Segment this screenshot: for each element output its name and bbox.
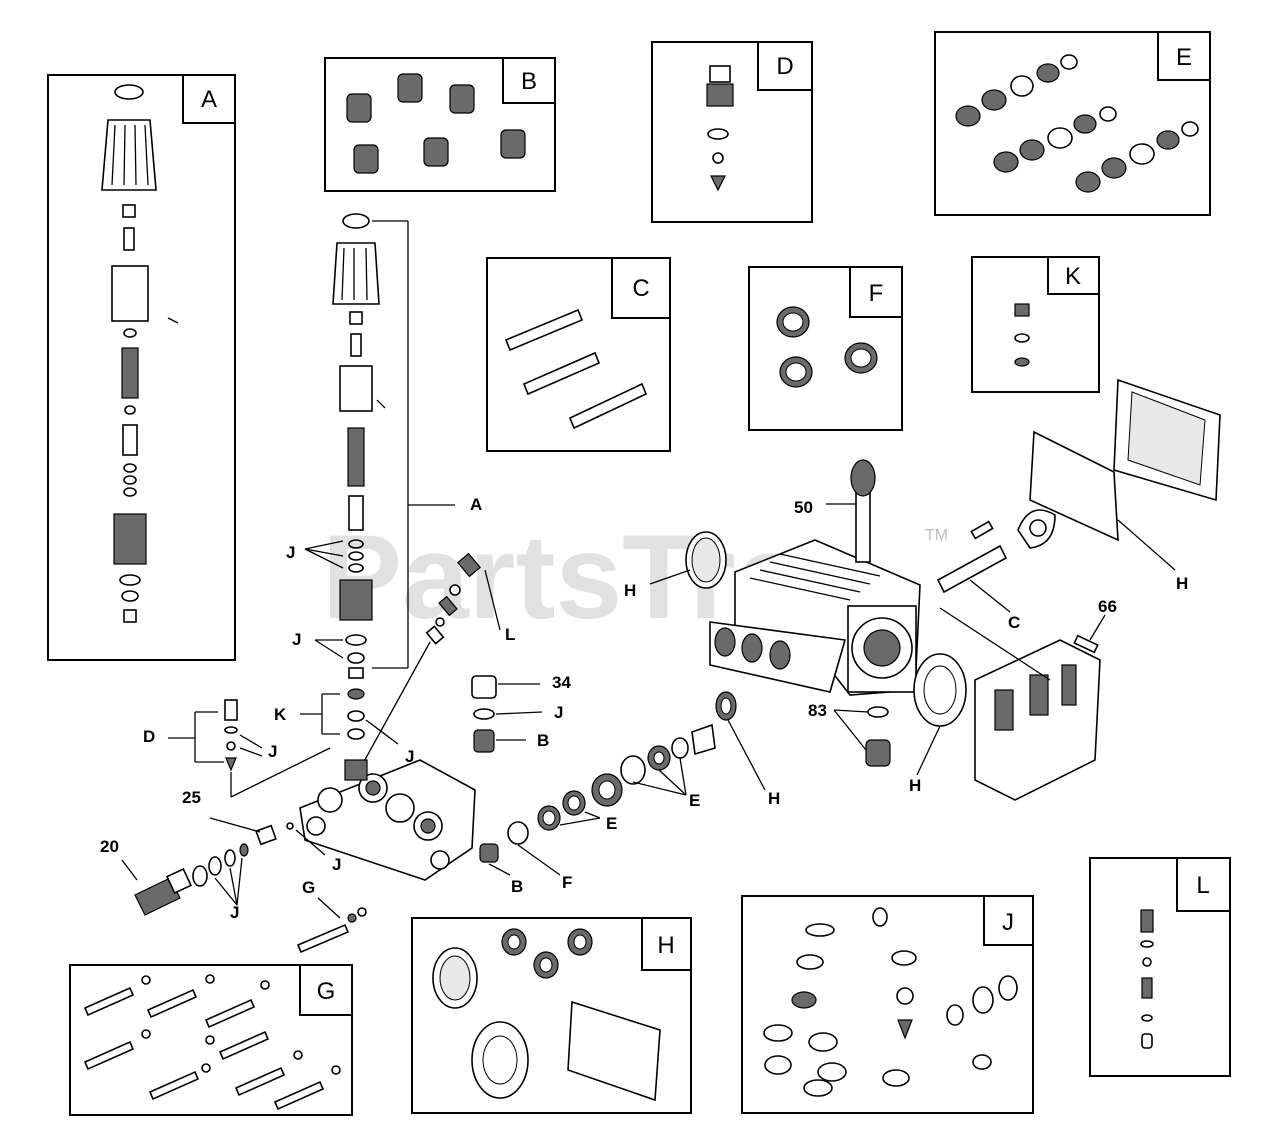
kit-box-b[interactable]: B [324, 57, 556, 192]
kit-label-h: H [657, 932, 674, 959]
pump-manifold [299, 759, 476, 881]
kit-box-a[interactable]: A [47, 74, 236, 661]
seal-train [479, 691, 737, 863]
callout-c: C [1008, 613, 1020, 632]
callout-66: 66 [1098, 597, 1117, 616]
plunger-rod-icon [504, 308, 648, 430]
cover-gasket-icon [1029, 378, 1221, 542]
kit-label-f: F [869, 280, 884, 307]
connecting-rod-icon [936, 509, 1056, 594]
l-stack [425, 552, 481, 645]
kit-box-d[interactable]: D [651, 41, 813, 223]
valve-assembly-icon [346, 73, 526, 174]
callout-b-2: B [511, 877, 523, 896]
kit-label-g: G [317, 978, 336, 1005]
callout-l: L [505, 625, 515, 644]
callout-e-2: E [689, 791, 700, 810]
kit-label-a: A [201, 86, 217, 113]
kit-label-d: D [776, 53, 793, 80]
kit-label-j: J [1002, 909, 1014, 936]
kit-box-g[interactable]: G [69, 964, 353, 1116]
inlet-fitting [134, 822, 294, 916]
callout-h-2: H [624, 581, 636, 600]
crankcase [709, 459, 921, 767]
callout-a: A [470, 495, 482, 514]
callout-h-3: H [1176, 574, 1188, 593]
callout-j-1: J [286, 543, 295, 562]
d-stack [224, 699, 238, 772]
kit-box-k[interactable]: K [971, 256, 1100, 393]
callout-f: F [562, 873, 572, 892]
callout-j-6: J [230, 903, 239, 922]
chemical-injector-icon [706, 65, 734, 192]
kit-label-c: C [632, 275, 649, 302]
kit-box-l[interactable]: L [1089, 857, 1231, 1077]
crank-seal-icon [913, 653, 967, 727]
callout-20: 20 [100, 837, 119, 856]
callout-b-1: B [537, 731, 549, 750]
callout-34: 34 [552, 673, 571, 692]
kit-box-f[interactable]: F [748, 266, 903, 431]
kit-label-l: L [1196, 872, 1209, 899]
callout-25: 25 [182, 788, 201, 807]
kit-box-e[interactable]: E [934, 31, 1211, 216]
o-ring-kit-icon [763, 907, 1018, 1097]
callout-k: K [274, 705, 287, 724]
callout-j-7: J [554, 703, 563, 722]
gasket-kit-icon [432, 928, 661, 1102]
callout-j-2: J [292, 630, 301, 649]
sight-glass-icon [685, 531, 727, 589]
unloader-stack [332, 213, 386, 740]
kit-label-b: B [521, 68, 537, 95]
callout-h-1: H [768, 789, 780, 808]
trademark: TM [925, 527, 948, 544]
kit-box-c[interactable]: C [486, 257, 671, 452]
kit-box-j[interactable]: J [741, 895, 1034, 1114]
injector-valve-kit-icon [1140, 909, 1154, 1049]
callout-g: G [302, 878, 315, 897]
crankcase-cover-icon [974, 634, 1101, 801]
kit-label-k: K [1065, 263, 1081, 290]
callout-50: 50 [794, 498, 813, 517]
callout-j-4: J [268, 742, 277, 761]
callout-j-3: J [405, 747, 414, 766]
oil-seal-icon [776, 306, 878, 388]
check-valve-kit-icon [1014, 303, 1030, 367]
plug-stack [471, 675, 497, 753]
callout-d: D [143, 727, 155, 746]
callout-83: 83 [808, 701, 827, 720]
bolt-icon [296, 907, 367, 954]
seal-kit-icon [955, 54, 1199, 193]
kit-box-h[interactable]: H [411, 917, 692, 1114]
kit-label-e: E [1176, 44, 1192, 71]
callout-h-4: H [909, 776, 921, 795]
callout-j-5: J [332, 855, 341, 874]
unloader-valve-parts-icon [101, 84, 179, 623]
bolt-kit-icon [83, 974, 341, 1111]
callout-e-1: E [606, 814, 617, 833]
